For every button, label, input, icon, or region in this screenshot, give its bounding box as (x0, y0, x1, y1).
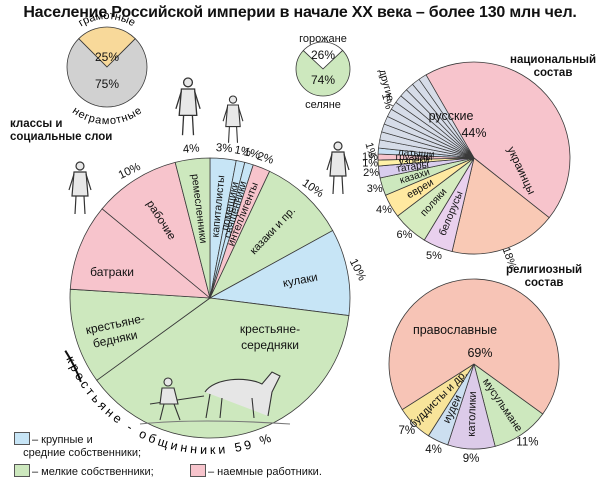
classes-value-3: 2% (255, 150, 274, 166)
urban-slice-0 (302, 41, 344, 70)
classes-slice-4 (209, 170, 334, 299)
classes-slice-10 (174, 157, 211, 299)
national-label-6: татары (396, 159, 430, 175)
classes-value-5: 10% (347, 257, 368, 283)
national-slice-0 (425, 61, 571, 219)
religious-section-title: религиозный состав (506, 264, 583, 289)
national-value-0: 44% (461, 126, 486, 140)
classes-label-8: батраки (90, 265, 134, 279)
classes-label-0: капиталисты (210, 175, 228, 238)
urban-label-rural: селяне (305, 99, 341, 111)
classes-label-6a: крестьяне- (240, 322, 300, 336)
clerk-figure (222, 95, 244, 143)
literacy-value-literate: 25% (95, 50, 119, 64)
religious-pie: православные69%мусульмане11%католики9%иу… (388, 278, 560, 465)
religious-value-3: 4% (425, 444, 442, 456)
religious-value-4: 7% (399, 425, 416, 437)
worker-figure (68, 161, 92, 215)
legend-item-hired: – наемные работники. (190, 464, 322, 479)
national-pie: русские44%украинцыбелорусыполякиевреиказ… (362, 61, 571, 271)
plowing-horse-figure (139, 371, 291, 425)
classes-slice-7 (69, 288, 212, 381)
urban-value-urban: 26% (311, 48, 335, 62)
literacy-slice-1 (66, 38, 148, 108)
legend-label-small: – мелкие собственники; (32, 466, 154, 478)
religious-label-2: католики (466, 391, 479, 437)
national-label-8: грузины (395, 152, 432, 163)
peasant-arc-line (64, 350, 82, 383)
national-section-title: национальный состав (510, 54, 597, 79)
urban-rural-pie: 26% 74% горожане селяне (295, 33, 351, 111)
urban-label-urban: горожане (299, 33, 347, 45)
literacy-label-literate: грамотные (76, 10, 137, 29)
classes-label-6b: середняки (241, 338, 299, 352)
legend-label-large: – крупные и средние собственники; (23, 434, 142, 459)
legend-item-large: – крупные и средние собственники; (14, 432, 141, 460)
urban-value-rural: 74% (311, 73, 335, 87)
national-label-9: латыши (398, 147, 435, 161)
classes-value-0: 3% (215, 142, 232, 155)
religious-value-1: 11% (516, 437, 538, 449)
national-value-3: 6% (396, 229, 412, 241)
national-label-7: узбеки (398, 154, 429, 168)
classes-slice-5 (208, 230, 351, 316)
national-slice-1 (451, 157, 550, 255)
religious-value-2: 9% (463, 453, 480, 465)
classes-value-2: 1% (242, 146, 261, 161)
national-value-8: 1% (362, 151, 378, 163)
urban-slice-1 (295, 49, 351, 97)
religious-slice-0 (388, 278, 560, 415)
national-label-10: другие (376, 68, 396, 103)
national-value-10: 1% (379, 92, 395, 111)
literacy-slice-0 (78, 26, 136, 68)
religious-value-0: 69% (467, 346, 492, 360)
classes-value-10: 4% (182, 142, 200, 156)
classes-slice-8 (69, 208, 212, 299)
illustrations (68, 77, 350, 425)
page-title: Население Российской империи в начале XX… (23, 4, 577, 21)
legend-item-small: – мелкие собственники; (14, 464, 154, 479)
national-value-7: 1% (362, 157, 378, 169)
legend-swatch-hired (190, 464, 206, 477)
national-value-6: 2% (363, 167, 379, 179)
legend-label-hired: – наемные работники. (208, 466, 322, 478)
literacy-value-illiterate: 75% (95, 77, 119, 91)
classes-section-title: классы и социальные слои (10, 118, 113, 143)
classes-slice-9 (101, 161, 211, 300)
national-value-2: 5% (426, 250, 442, 262)
national-value-5: 3% (367, 183, 383, 195)
classes-value-1: 1% (233, 144, 251, 159)
merchant-figure (175, 77, 201, 136)
national-value-9: 1% (363, 141, 379, 160)
national-value-4: 4% (376, 204, 392, 216)
religious-label-0: православные (413, 323, 497, 337)
legend-swatch-small (14, 464, 30, 477)
national-label-0: русские (429, 109, 474, 123)
legend-swatch-large (14, 432, 30, 445)
national-slice-others-10 (418, 74, 475, 159)
cossack-figure (326, 141, 350, 195)
